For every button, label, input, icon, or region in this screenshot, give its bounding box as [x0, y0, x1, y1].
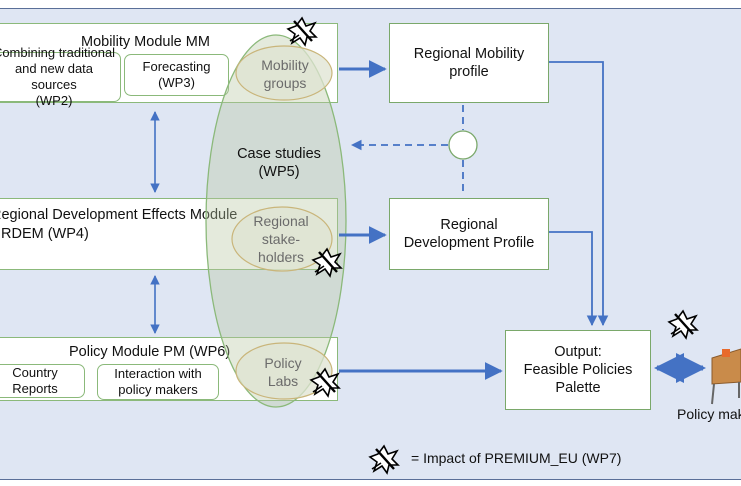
impact-icon [368, 444, 400, 475]
regional-mobility-profile-box: Regional Mobility profile [389, 23, 549, 103]
mobility-profile-to-output [549, 61, 609, 327]
mobility-module-title: Mobility Module MM [81, 34, 210, 50]
development-profile-to-output [549, 231, 598, 327]
policy-module-title: Policy Module PM (WP6) [69, 344, 231, 360]
country-reports-box: Country Reports [0, 364, 85, 398]
legend-text: = Impact of PREMIUM_EU (WP7) [411, 450, 622, 466]
rdem-module-title: Regional Development Effects Module [0, 207, 238, 223]
interaction-policy-makers-box: Interaction with policy makers [97, 364, 219, 400]
impact-icon [286, 16, 318, 47]
mobility-groups-label: Mobility groups [261, 57, 309, 91]
case-studies-label: Case studies (WP5) [237, 146, 321, 180]
policy-makers-table-icon [711, 348, 741, 405]
forecasting-box: Forecasting (WP3) [124, 54, 229, 96]
rdem-module-subtitle: RDEM (WP4) [1, 226, 89, 242]
policy-labs-ellipse [235, 342, 333, 400]
policy-makers-caption: Policy makers [677, 406, 741, 422]
regional-development-profile-label: Regional Development Profile [403, 217, 535, 251]
policy-labs-label: Policy Labs [264, 355, 302, 389]
impact-icon [667, 309, 699, 340]
regional-mobility-profile-label: Regional Mobility profile [413, 46, 525, 80]
mobility-groups-ellipse [235, 45, 333, 101]
feedback-junction [448, 130, 478, 160]
output-label: Output: Feasible Policies Palette [523, 344, 633, 396]
regional-stakeholders-ellipse [231, 206, 333, 272]
regional-stakeholders-label: Regional stake- holders [253, 213, 309, 265]
output-box: Output: Feasible Policies Palette [505, 330, 651, 410]
regional-development-profile-box: Regional Development Profile [389, 198, 549, 270]
